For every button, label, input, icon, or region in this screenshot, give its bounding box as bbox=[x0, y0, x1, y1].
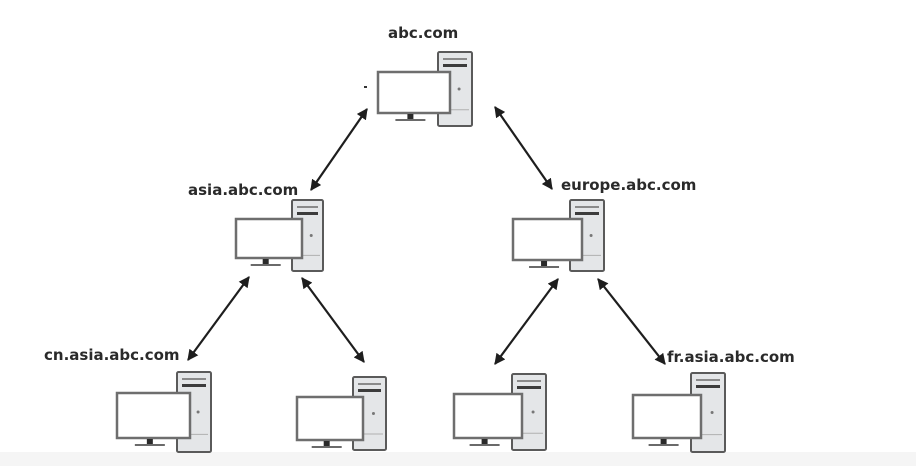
monitor-base bbox=[648, 444, 679, 446]
monitor-base bbox=[250, 264, 281, 266]
computer-asia bbox=[234, 199, 324, 272]
monitor-neck bbox=[660, 439, 667, 444]
power-button bbox=[710, 411, 714, 414]
computer-europe-child-1 bbox=[452, 373, 547, 451]
power-button bbox=[531, 410, 535, 414]
monitor-icon bbox=[376, 70, 452, 115]
drive-bay bbox=[358, 389, 381, 392]
node-label-cn: cn.asia.abc.com bbox=[44, 346, 180, 364]
drive-bay bbox=[443, 58, 467, 60]
node-label-europe: europe.abc.com bbox=[561, 176, 696, 194]
drive-bay bbox=[696, 379, 720, 381]
monitor-neck bbox=[262, 259, 269, 264]
double-arrow-root-asia bbox=[310, 108, 368, 191]
monitor-icon bbox=[631, 393, 703, 440]
bottom-strip bbox=[0, 452, 916, 466]
node-label-asia: asia.abc.com bbox=[188, 181, 298, 199]
monitor-icon bbox=[511, 217, 584, 262]
monitor-neck bbox=[146, 439, 153, 444]
double-arrow-asia-asia-child-2 bbox=[301, 277, 365, 363]
drive-bay bbox=[517, 380, 541, 382]
power-button bbox=[457, 87, 461, 91]
double-arrow-asia-cn bbox=[187, 276, 250, 361]
drive-bay bbox=[297, 212, 318, 215]
drive-bay bbox=[517, 386, 541, 389]
monitor-icon bbox=[115, 391, 192, 440]
computer-cn bbox=[115, 371, 212, 453]
node-label-fr: fr.asia.abc.com bbox=[667, 348, 795, 366]
power-button bbox=[309, 234, 313, 237]
double-arrow-europe-europe-child-1 bbox=[494, 278, 559, 365]
stray-mark bbox=[364, 86, 367, 88]
monitor-neck bbox=[323, 441, 330, 446]
monitor-neck bbox=[407, 114, 414, 119]
monitor-base bbox=[134, 444, 165, 446]
drive-bay bbox=[297, 206, 318, 208]
monitor-neck bbox=[541, 261, 548, 266]
monitor-icon bbox=[234, 217, 304, 260]
monitor-icon bbox=[295, 395, 365, 442]
monitor-base bbox=[529, 266, 560, 268]
double-arrow-root-europe bbox=[494, 106, 553, 190]
power-button bbox=[196, 410, 200, 414]
drive-bay bbox=[358, 383, 381, 385]
drive-bay bbox=[696, 385, 720, 388]
computer-europe bbox=[511, 199, 605, 272]
monitor-icon bbox=[452, 392, 524, 440]
computer-asia-child-2 bbox=[295, 376, 387, 451]
drive-bay bbox=[182, 378, 206, 380]
drive-bay bbox=[182, 384, 206, 387]
double-arrow-europe-fr bbox=[597, 278, 666, 365]
power-button bbox=[371, 412, 375, 415]
monitor-neck bbox=[481, 439, 488, 444]
drive-bay bbox=[443, 64, 467, 67]
drive-bay bbox=[575, 212, 599, 215]
computer-fr bbox=[631, 372, 726, 453]
monitor-base bbox=[395, 119, 426, 121]
monitor-base bbox=[311, 446, 342, 448]
power-button bbox=[589, 234, 593, 237]
node-label-root: abc.com bbox=[388, 24, 458, 42]
computer-root bbox=[376, 51, 473, 127]
drive-bay bbox=[575, 206, 599, 208]
monitor-base bbox=[469, 444, 500, 446]
